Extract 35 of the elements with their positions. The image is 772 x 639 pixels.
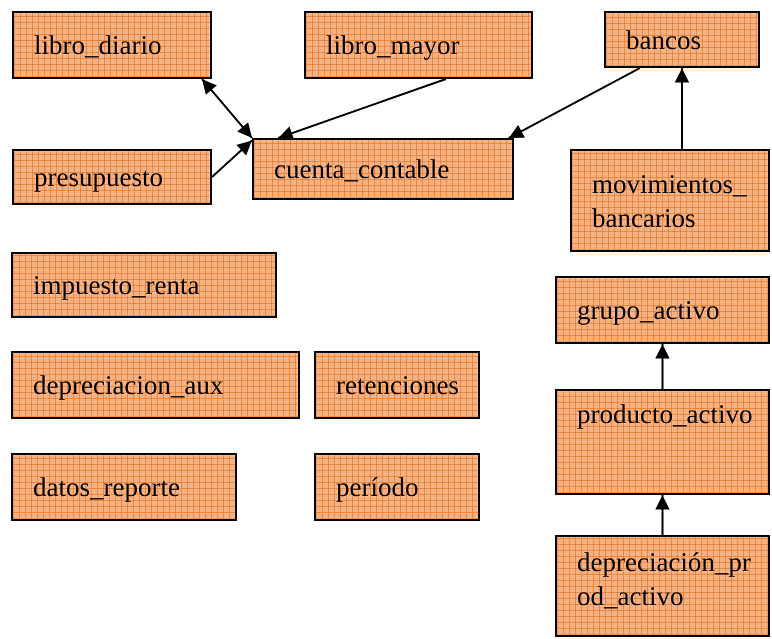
entity-box: [314, 453, 480, 521]
arrow: [674, 68, 690, 149]
entity-name: movimientos_bancarios: [592, 168, 748, 234]
entity-box: [555, 276, 770, 344]
entity-box: [11, 453, 237, 521]
entity-name: cuenta_contable: [274, 153, 450, 186]
entity-name: presupuesto: [34, 161, 163, 194]
entity-box: [314, 351, 480, 419]
arrow: [201, 78, 253, 139]
entity-box: [12, 149, 212, 205]
entity-box: [11, 351, 300, 419]
entity-box: [304, 11, 533, 79]
entity-box: [555, 389, 770, 495]
arrow: [211, 140, 253, 178]
entity-name: datos_reporte: [33, 471, 180, 504]
arrow: [508, 67, 640, 139]
entity-name: producto_activo: [577, 398, 752, 431]
entity-name: bancos: [626, 24, 701, 56]
entity-name: impuesto_renta: [33, 269, 200, 302]
entity-box: [252, 138, 514, 200]
entity-box: [570, 149, 770, 252]
entity-box: [604, 11, 760, 68]
entity-box: [11, 252, 277, 318]
entity-name: grupo_activo: [577, 294, 720, 327]
entity-box: [555, 535, 770, 637]
entity-name: retenciones: [336, 369, 459, 402]
arrow: [655, 344, 670, 389]
entity-name: depreciación_prod_activo: [577, 546, 752, 613]
entity-name: libro_diario: [34, 29, 162, 62]
entity-name: libro_mayor: [326, 29, 460, 62]
arrow: [278, 78, 446, 140]
entity-box: [12, 11, 212, 79]
arrow: [655, 495, 670, 535]
entity-name: período: [336, 471, 418, 504]
entity-name: depreciacion_aux: [33, 369, 224, 402]
